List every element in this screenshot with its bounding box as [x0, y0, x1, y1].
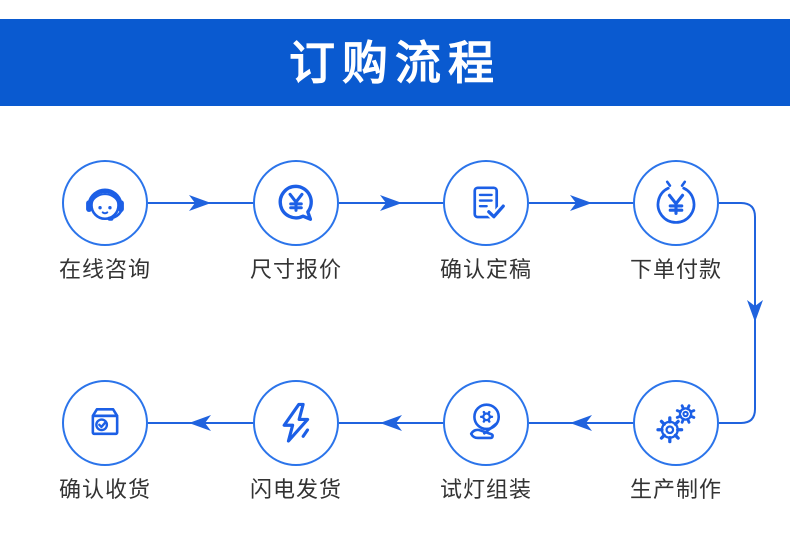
- arrow-left-icon: [570, 415, 592, 431]
- step-label: 试灯组装: [439, 477, 532, 502]
- gears-icon: [649, 396, 703, 450]
- flow-step: 生产制作: [616, 380, 736, 504]
- step-label: 尺寸报价: [249, 257, 342, 282]
- arrow-right-icon: [570, 195, 592, 211]
- arrow-left-icon: [380, 415, 402, 431]
- arrow-right-icon: [189, 195, 211, 211]
- flow-step: 确认收货: [45, 380, 165, 504]
- arrow-right-icon: [380, 195, 402, 211]
- section-header-banner: 订购流程: [0, 19, 790, 106]
- flow-step: 尺寸报价: [236, 160, 356, 284]
- package-check-icon: [78, 396, 132, 450]
- step-circle: [633, 380, 719, 466]
- step-circle: [633, 160, 719, 246]
- hand-assembly-icon: [459, 396, 513, 450]
- flow-step: 试灯组装: [426, 380, 546, 504]
- step-label: 下单付款: [629, 257, 722, 282]
- document-check-icon: [459, 176, 513, 230]
- arrow-down-icon: [747, 300, 763, 322]
- step-label: 生产制作: [629, 477, 722, 502]
- arrow-left-icon: [189, 415, 211, 431]
- step-label: 在线咨询: [58, 257, 151, 282]
- coin-yuan-icon: [649, 176, 703, 230]
- step-circle: [443, 160, 529, 246]
- step-circle: [253, 160, 339, 246]
- flow-step: 在线咨询: [45, 160, 165, 284]
- flow-step: 下单付款: [616, 160, 736, 284]
- step-label: 确认收货: [58, 477, 151, 502]
- step-circle: [253, 380, 339, 466]
- lightning-icon: [269, 396, 323, 450]
- flow-step: 闪电发货: [236, 380, 356, 504]
- step-circle: [62, 380, 148, 466]
- headset-agent-icon: [78, 176, 132, 230]
- page-title: 订购流程: [289, 36, 501, 89]
- quote-bubble-icon: [269, 176, 323, 230]
- step-label: 确认定稿: [439, 257, 532, 282]
- flow-step: 确认定稿: [426, 160, 546, 284]
- step-circle: [443, 380, 529, 466]
- step-circle: [62, 160, 148, 246]
- step-label: 闪电发货: [249, 477, 342, 502]
